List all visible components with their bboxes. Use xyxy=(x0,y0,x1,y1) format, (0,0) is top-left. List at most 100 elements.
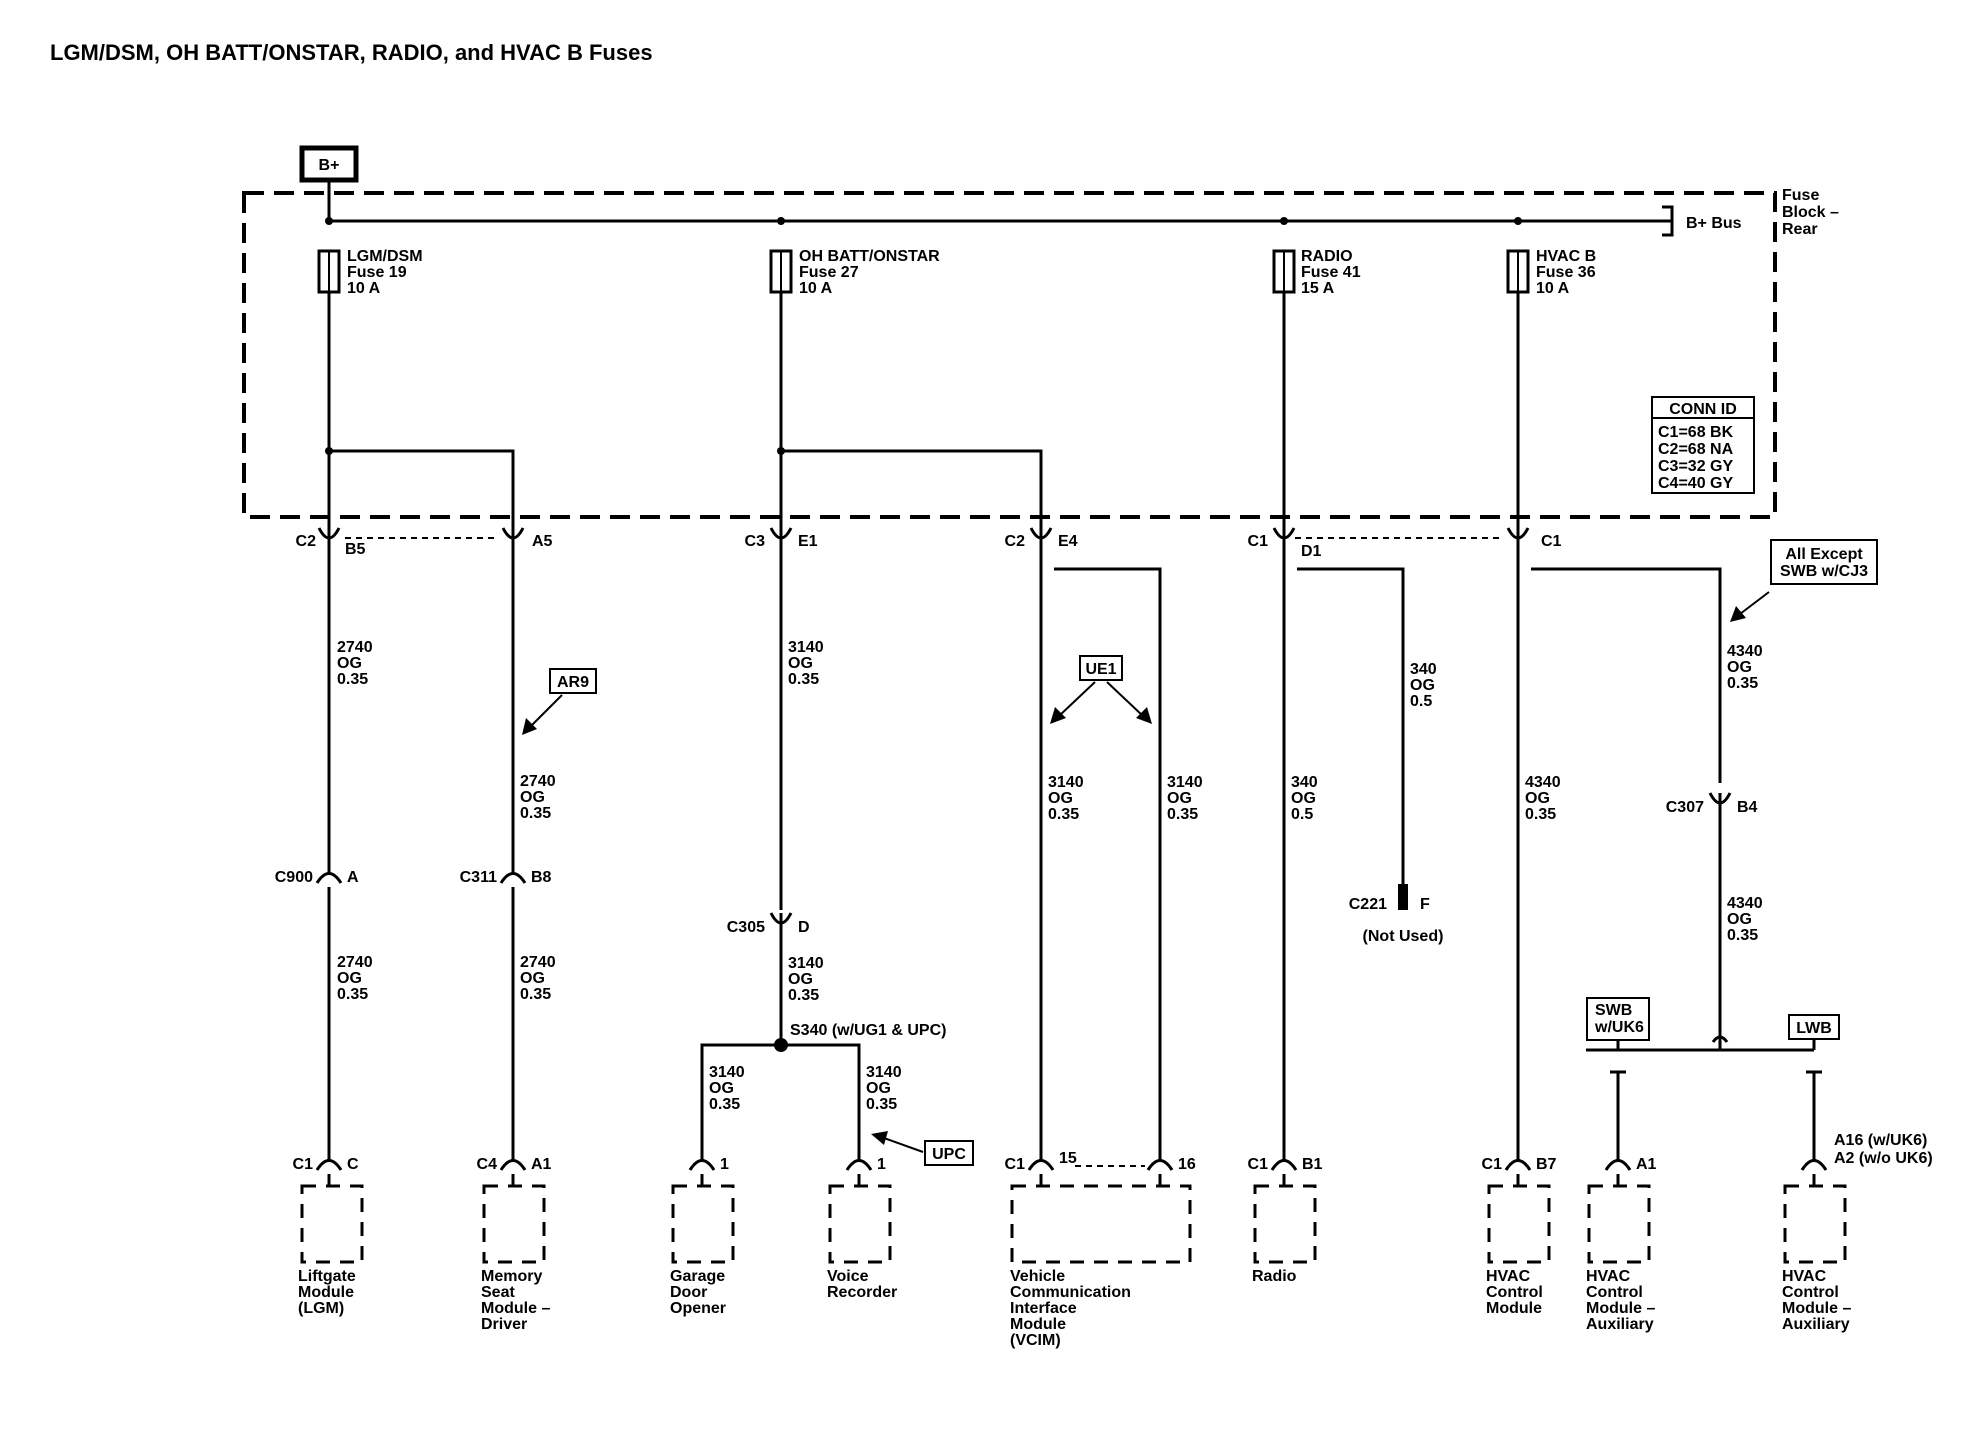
svg-text:A16 (w/UK6): A16 (w/UK6) xyxy=(1834,1132,1927,1149)
svg-text:C4: C4 xyxy=(477,1156,498,1173)
svg-text:Fuse 27: Fuse 27 xyxy=(799,264,859,281)
svg-text:C221: C221 xyxy=(1349,896,1387,913)
svg-text:C4=40 GY: C4=40 GY xyxy=(1658,475,1733,492)
svg-text:C1: C1 xyxy=(1541,533,1562,550)
fuse-oh-batt-onstar: OH BATT/ONSTAR Fuse 27 10 A xyxy=(769,248,940,297)
svg-text:Control: Control xyxy=(1486,1284,1543,1301)
svg-text:0.35: 0.35 xyxy=(1048,806,1079,823)
svg-text:OG: OG xyxy=(1167,790,1192,807)
garage-door-opener xyxy=(671,1184,735,1264)
svg-text:Fuse 41: Fuse 41 xyxy=(1301,264,1361,281)
svg-text:2740: 2740 xyxy=(337,639,373,656)
svg-text:4340: 4340 xyxy=(1727,895,1763,912)
svg-text:0.35: 0.35 xyxy=(1727,675,1758,692)
svg-text:OG: OG xyxy=(1048,790,1073,807)
svg-text:Opener: Opener xyxy=(670,1300,726,1317)
svg-text:10 A: 10 A xyxy=(1536,280,1570,297)
c221-stub xyxy=(1398,884,1408,910)
svg-text:SWB: SWB xyxy=(1595,1002,1632,1019)
svg-text:0.35: 0.35 xyxy=(520,986,551,1003)
svg-text:OG: OG xyxy=(866,1080,891,1097)
svg-text:C900: C900 xyxy=(275,869,313,886)
memory-seat-module xyxy=(482,1184,546,1264)
svg-text:Auxiliary: Auxiliary xyxy=(1782,1316,1850,1333)
fuse-block-outline xyxy=(242,191,1777,519)
svg-text:w/UK6: w/UK6 xyxy=(1594,1019,1644,1036)
svg-text:B5: B5 xyxy=(345,541,366,558)
option-badge-ar9 xyxy=(549,668,597,694)
svg-text:15: 15 xyxy=(1059,1150,1077,1167)
svg-text:Voice: Voice xyxy=(827,1268,869,1285)
svg-text:OG: OG xyxy=(788,655,813,672)
svg-text:OG: OG xyxy=(337,655,362,672)
svg-text:Control: Control xyxy=(1586,1284,1643,1301)
option-badge-ue1 xyxy=(1079,655,1123,681)
svg-text:F: F xyxy=(1420,896,1430,913)
svg-text:0.35: 0.35 xyxy=(337,671,368,688)
svg-text:C311: C311 xyxy=(460,869,497,886)
svg-text:0.35: 0.35 xyxy=(1167,806,1198,823)
svg-text:10 A: 10 A xyxy=(799,280,833,297)
voice-recorder xyxy=(828,1184,892,1264)
fuse-block-label: Fuse Block – Rear xyxy=(1782,187,1839,238)
svg-text:0.35: 0.35 xyxy=(1525,806,1556,823)
svg-text:B1: B1 xyxy=(1302,1156,1323,1173)
svg-text:OH BATT/ONSTAR: OH BATT/ONSTAR xyxy=(799,248,940,265)
svg-text:Fuse: Fuse xyxy=(1782,187,1819,204)
option-badge-lwb xyxy=(1788,1014,1840,1040)
svg-text:3140: 3140 xyxy=(788,639,824,656)
circuit-oh-batt-onstar: C3 E1 3140 OG 0.35 C305 D 3140 OG 0.35 S… xyxy=(670,292,1203,1349)
svg-text:A1: A1 xyxy=(1636,1156,1657,1173)
svg-text:4340: 4340 xyxy=(1727,643,1763,660)
svg-text:HVAC B: HVAC B xyxy=(1536,248,1596,265)
b-plus-bus-label: B+ Bus xyxy=(1686,215,1742,232)
svg-text:LWB: LWB xyxy=(1796,1020,1832,1037)
svg-text:A5: A5 xyxy=(532,533,553,550)
svg-text:D: D xyxy=(798,919,810,936)
svg-text:A: A xyxy=(347,869,359,886)
svg-text:1: 1 xyxy=(877,1156,886,1173)
svg-text:0.5: 0.5 xyxy=(1291,806,1313,823)
svg-text:340: 340 xyxy=(1410,661,1437,678)
svg-text:3140: 3140 xyxy=(788,955,824,972)
svg-text:LGM/DSM: LGM/DSM xyxy=(347,248,423,265)
svg-text:C1: C1 xyxy=(1482,1156,1503,1173)
b-plus-label: B+ xyxy=(319,157,340,174)
svg-text:S340 (w/UG1 & UPC): S340 (w/UG1 & UPC) xyxy=(790,1022,946,1039)
circuit-radio: C1 D1 340 OG 0.5 340 OG 0.5 C221 F (Not … xyxy=(1248,292,1443,1285)
svg-text:OG: OG xyxy=(1410,677,1435,694)
option-badge-upc xyxy=(924,1140,974,1166)
svg-text:AR9: AR9 xyxy=(557,674,589,691)
fuse-hvac-b: HVAC B Fuse 36 10 A xyxy=(1506,248,1596,297)
svg-text:OG: OG xyxy=(709,1080,734,1097)
svg-text:15 A: 15 A xyxy=(1301,280,1335,297)
svg-text:C305: C305 xyxy=(727,919,765,936)
svg-text:CONN ID: CONN ID xyxy=(1669,401,1737,418)
svg-text:Fuse 19: Fuse 19 xyxy=(347,264,407,281)
svg-text:E4: E4 xyxy=(1058,533,1078,550)
svg-text:OG: OG xyxy=(1525,790,1550,807)
svg-text:Module –: Module – xyxy=(1586,1300,1655,1317)
svg-text:Recorder: Recorder xyxy=(827,1284,897,1301)
svg-text:OG: OG xyxy=(788,971,813,988)
svg-text:3140: 3140 xyxy=(1048,774,1084,791)
svg-text:340: 340 xyxy=(1291,774,1318,791)
b-plus-bus: B+ Bus xyxy=(325,180,1742,237)
svg-text:E1: E1 xyxy=(798,533,818,550)
svg-text:RADIO: RADIO xyxy=(1301,248,1353,265)
circuit-lgm-dsm: C2 B5 A5 2740 OG 0.35 C900 A 2740 OG 0.3… xyxy=(275,292,597,1333)
svg-text:Interface: Interface xyxy=(1010,1300,1077,1317)
circuit-hvac-b: C1 4340 OG 0.35 C1 B7 HVAC Control Modul… xyxy=(1295,292,1933,1333)
svg-text:0.5: 0.5 xyxy=(1410,693,1432,710)
svg-text:OG: OG xyxy=(520,789,545,806)
svg-text:0.35: 0.35 xyxy=(1727,927,1758,944)
svg-text:All Except: All Except xyxy=(1785,546,1863,563)
svg-text:Seat: Seat xyxy=(481,1284,515,1301)
svg-text:0.35: 0.35 xyxy=(520,805,551,822)
svg-text:Communication: Communication xyxy=(1010,1284,1131,1301)
svg-text:OG: OG xyxy=(337,970,362,987)
svg-text:HVAC: HVAC xyxy=(1586,1268,1631,1285)
radio-module xyxy=(1253,1184,1317,1264)
svg-text:4340: 4340 xyxy=(1525,774,1561,791)
svg-text:B4: B4 xyxy=(1737,799,1758,816)
